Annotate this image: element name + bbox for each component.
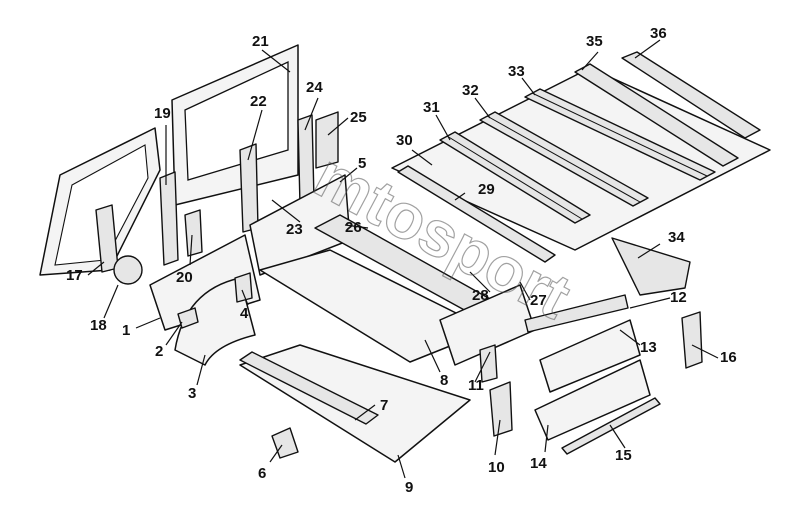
callout-11: 11 <box>468 377 484 394</box>
callout-26: 26 <box>345 219 362 236</box>
callout-3: 3 <box>188 385 196 402</box>
callout-8: 8 <box>440 372 448 389</box>
rail-34 <box>611 237 691 296</box>
roof-front-rail <box>397 165 556 263</box>
callout-1: 1 <box>122 322 130 339</box>
callout-7: 7 <box>380 397 388 414</box>
callout-27: 27 <box>530 292 547 309</box>
callout-22: 22 <box>250 93 267 110</box>
leader-lines <box>87 39 719 479</box>
bracket-4 <box>234 272 253 303</box>
callout-6: 6 <box>258 465 266 482</box>
pillar-19 <box>159 171 179 266</box>
callout-35: 35 <box>586 33 603 50</box>
callout-20: 20 <box>176 269 193 286</box>
front-door-frame <box>39 127 161 276</box>
bracket-10 <box>489 381 513 437</box>
callout-17: 17 <box>66 267 83 284</box>
callout-18: 18 <box>90 317 107 334</box>
roof-panel <box>391 67 771 251</box>
callout-25: 25 <box>350 109 367 126</box>
frame-13 <box>539 319 641 393</box>
part-18 <box>113 255 143 285</box>
callout-13: 13 <box>640 339 657 356</box>
post-11 <box>479 344 498 383</box>
callout-10: 10 <box>488 459 505 476</box>
box-14 <box>534 359 651 441</box>
callout-32: 32 <box>462 82 479 99</box>
callout-31: 31 <box>423 99 440 116</box>
callout-2: 2 <box>155 343 163 360</box>
callout-33: 33 <box>508 63 525 80</box>
floor-rail <box>239 351 379 425</box>
roof-bow-31 <box>439 131 591 224</box>
callout-9: 9 <box>405 479 413 496</box>
callout-19: 19 <box>154 105 171 122</box>
callout-5: 5 <box>358 155 366 172</box>
callout-24: 24 <box>306 79 323 96</box>
callout-16: 16 <box>720 349 737 366</box>
callout-36: 36 <box>650 25 667 42</box>
roof-bow-36 <box>621 51 761 139</box>
roof-bow-33 <box>524 88 716 181</box>
callout-34: 34 <box>668 229 685 246</box>
bracket-25 <box>315 111 339 169</box>
callout-28: 28 <box>472 287 489 304</box>
panel-20 <box>184 209 203 257</box>
callout-4: 4 <box>240 305 249 322</box>
callout-23: 23 <box>286 221 303 238</box>
callout-14: 14 <box>530 455 547 472</box>
side-window-frame <box>171 44 299 206</box>
callout-30: 30 <box>396 132 413 149</box>
callout-12: 12 <box>670 289 687 306</box>
rail-12 <box>524 294 629 333</box>
bracket-16 <box>681 311 703 369</box>
callout-15: 15 <box>615 447 632 464</box>
callout-29: 29 <box>478 181 495 198</box>
roof-bow-32 <box>479 111 649 207</box>
callout-21: 21 <box>252 33 269 50</box>
